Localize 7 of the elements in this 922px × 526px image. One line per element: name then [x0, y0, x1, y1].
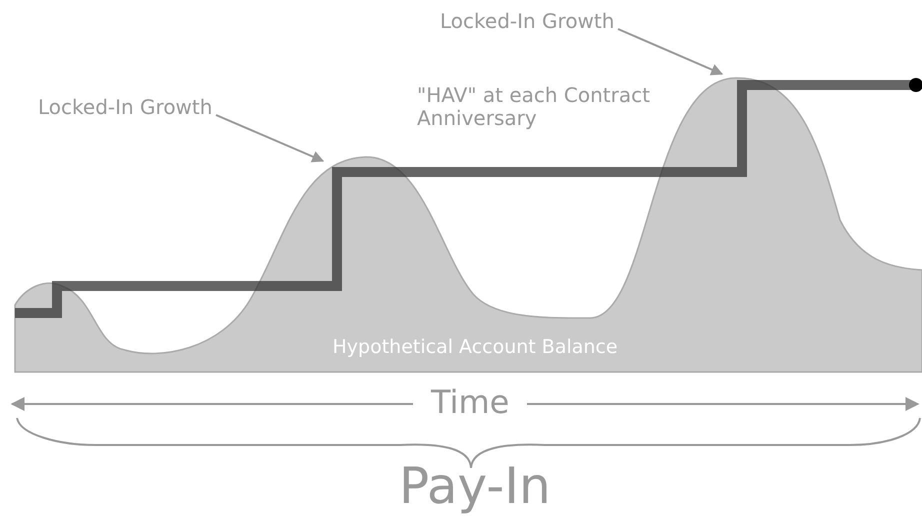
brace-label: Pay-In	[399, 458, 551, 516]
callout-label: Locked-In Growth	[38, 96, 212, 119]
leader-line	[216, 114, 324, 162]
annotation-text: "HAV" at each Contract Anniversary	[417, 84, 651, 130]
leader-line	[618, 28, 724, 76]
callout-label: Locked-In Growth	[440, 10, 614, 33]
axis-label: Time	[431, 384, 510, 421]
